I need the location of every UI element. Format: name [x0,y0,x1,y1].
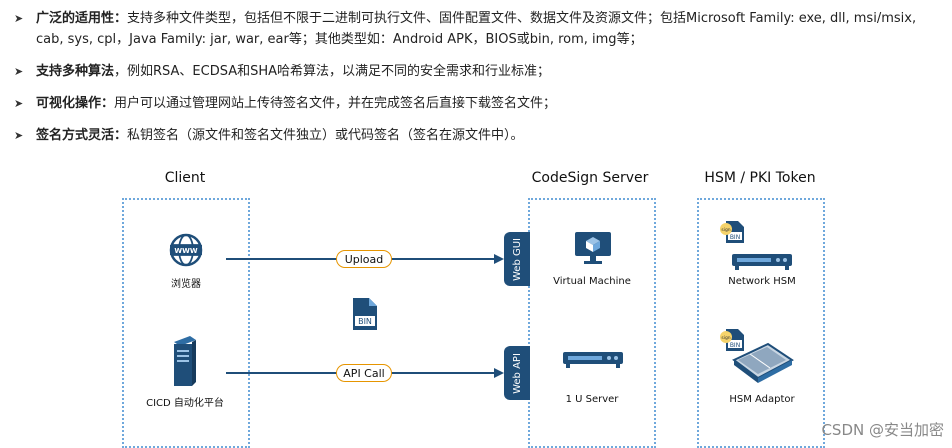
hsm-box [697,198,825,448]
cicd-server-icon[interactable] [170,336,198,386]
svg-text:sign: sign [721,227,730,233]
virtual-machine-icon[interactable] [573,230,613,266]
browser-icon[interactable]: WWW [168,232,204,268]
arrow-icon: ➤ [14,65,24,78]
svg-text:sign: sign [721,335,730,341]
arrow-icon: ➤ [14,129,24,142]
vm-label: Virtual Machine [553,276,631,287]
www-text: WWW [174,247,197,255]
network-hsm-label: Network HSM [728,276,796,287]
feature-list: ➤ 广泛的适用性：支持多种文件类型，包括但不限于二进制可执行文件、固件配置文件、… [14,8,944,157]
1u-server-label: 1 U Server [565,394,619,405]
cicd-label: CICD 自动化平台 [146,398,224,409]
rack-server-icon[interactable] [563,348,623,370]
svg-text:BIN: BIN [730,234,740,241]
bullet-text: 私钥签名（源文件和签名文件独立）或代码签名（签名在源文件中）。 [127,128,524,143]
bullet-item: ➤ 广泛的适用性：支持多种文件类型，包括但不限于二进制可执行文件、固件配置文件、… [14,8,944,50]
bullet-item: ➤ 可视化操作：用户可以通过管理网站上传待签名文件，并在完成签名后直接下载签名文… [14,93,944,114]
bullet-text: 支持多种文件类型，包括但不限于二进制可执行文件、固件配置文件、数据文件及资源文件… [36,11,917,47]
bin-file-icon: BIN [353,298,377,330]
hsm-adaptor-label: HSM Adaptor [729,394,795,405]
arrow-icon: ➤ [14,12,24,25]
sign-file-icon: BIN sign [720,329,744,351]
web-api-tab[interactable]: Web API [504,346,530,400]
bin-file-text: BIN [358,317,372,326]
bullet-heading: 支持多种算法 [36,64,115,79]
client-title: Client [164,170,206,186]
svg-text:BIN: BIN [730,342,740,349]
bullet-item: ➤ 签名方式灵活：私钥签名（源文件和签名文件独立）或代码签名（签名在源文件中）。 [14,125,944,146]
network-hsm-icon[interactable] [732,250,792,272]
upload-pill: Upload [336,250,392,268]
bullet-heading: 广泛的适用性： [36,11,128,26]
bullet-heading: 签名方式灵活： [36,128,128,143]
browser-label: 浏览器 [171,279,201,290]
hsm-adaptor-icon[interactable] [730,340,794,384]
bullet-text: 用户可以通过管理网站上传待签名文件，并在完成签名后直接下载签名文件； [114,96,557,111]
bullet-item: ➤ 支持多种算法，例如RSA、ECDSA和SHA哈希算法，以满足不同的安全需求和… [14,61,944,82]
bullet-text: ，例如RSA、ECDSA和SHA哈希算法，以满足不同的安全需求和行业标准； [114,64,551,79]
arrow-icon: ➤ [14,97,24,110]
bullet-heading: 可视化操作： [36,96,115,111]
watermark: CSDN @安当加密 [821,421,944,439]
sign-file-icon: BIN sign [720,221,744,243]
hsm-token-title: HSM / PKI Token [704,170,816,186]
web-gui-tab[interactable]: Web GUI [504,232,530,286]
codesign-server-title: CodeSign Server [531,170,649,186]
api-call-pill: API Call [336,364,392,382]
